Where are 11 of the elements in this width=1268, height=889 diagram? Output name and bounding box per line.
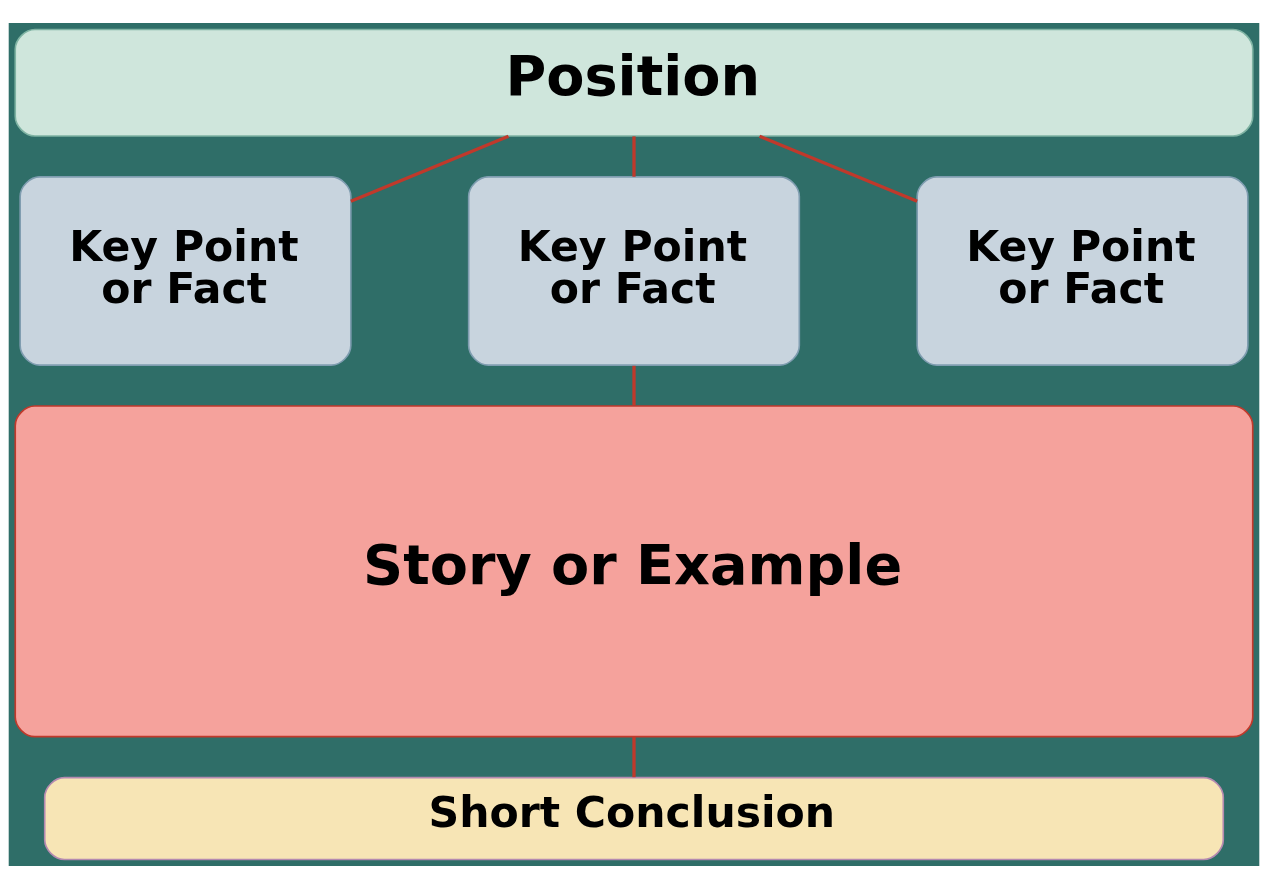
connector (758, 134, 918, 203)
node-box: Short Conclusion (43, 776, 1225, 861)
connector (632, 365, 636, 406)
node-box: Position (14, 28, 1254, 137)
connector (632, 737, 636, 778)
connector (632, 136, 636, 177)
node-box: Key Point or Fact (467, 176, 801, 366)
node-box: Story or Example (14, 405, 1254, 738)
node-box: Key Point or Fact (19, 176, 352, 366)
node-box: Key Point or Fact (916, 176, 1249, 366)
connector (350, 134, 510, 203)
